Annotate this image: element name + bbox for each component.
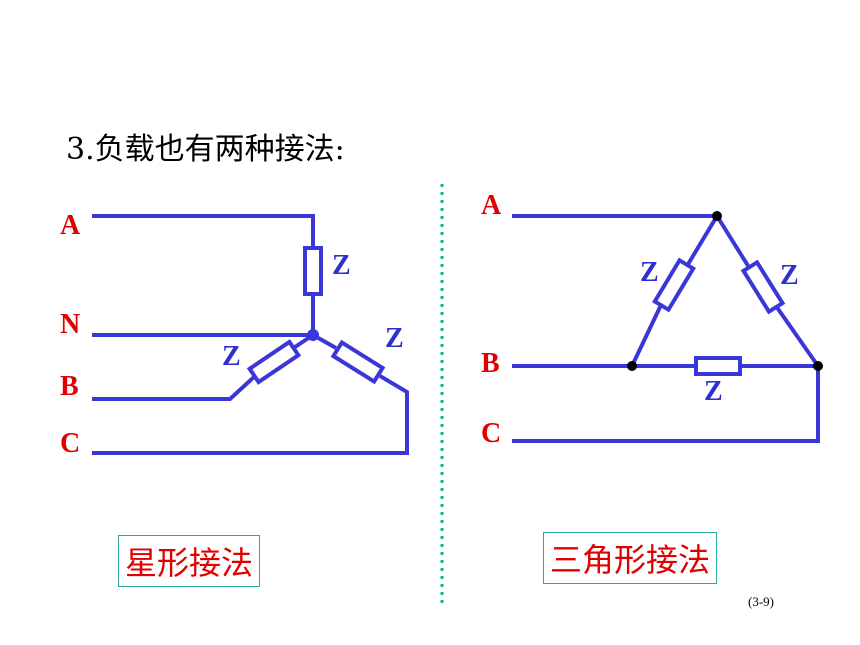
- star-wire-b: [92, 375, 256, 401]
- delta-node-b: [627, 361, 637, 371]
- delta-caption: 三角形接法: [543, 532, 718, 584]
- star-resistor-b: [246, 339, 302, 385]
- star-resistor-c: [330, 339, 386, 385]
- star-label-b: B: [60, 371, 79, 402]
- star-wire-a: [92, 214, 315, 248]
- delta-node-c: [813, 361, 823, 371]
- delta-wire-c: [512, 366, 820, 443]
- delta-z-label-bc: Z: [704, 376, 723, 407]
- star-z-label-b: Z: [222, 341, 241, 372]
- star-neutral-node: [307, 329, 319, 341]
- delta-side-right-top: [715, 214, 752, 271]
- star-wire-c: [92, 374, 409, 455]
- delta-label-c: C: [481, 418, 501, 449]
- delta-side-left-bottom: [630, 304, 663, 367]
- delta-connection: [512, 214, 820, 443]
- delta-resistor-ac: [740, 259, 786, 315]
- star-connection: [92, 214, 409, 455]
- delta-node-a: [712, 211, 722, 221]
- delta-side-left-top: [685, 214, 719, 268]
- delta-resistor-ab: [652, 257, 696, 313]
- star-label-a: A: [60, 210, 81, 241]
- delta-resistor-bc: [694, 356, 742, 376]
- star-z-label-a: Z: [332, 250, 351, 281]
- delta-label-a: A: [481, 190, 502, 221]
- star-resistor-a: [303, 246, 323, 296]
- delta-label-b: B: [481, 348, 500, 379]
- delta-z-label-ab: Z: [640, 257, 659, 288]
- delta-z-label-ac: Z: [780, 260, 799, 291]
- star-label-n: N: [60, 309, 80, 340]
- delta-side-right-bottom: [774, 304, 820, 368]
- slide-title: 3.负载也有两种接法:: [66, 132, 345, 167]
- page-number: (3-9): [748, 594, 774, 609]
- star-z-label-c: Z: [385, 323, 404, 354]
- star-label-c: C: [60, 428, 80, 459]
- star-caption: 星形接法: [118, 535, 261, 587]
